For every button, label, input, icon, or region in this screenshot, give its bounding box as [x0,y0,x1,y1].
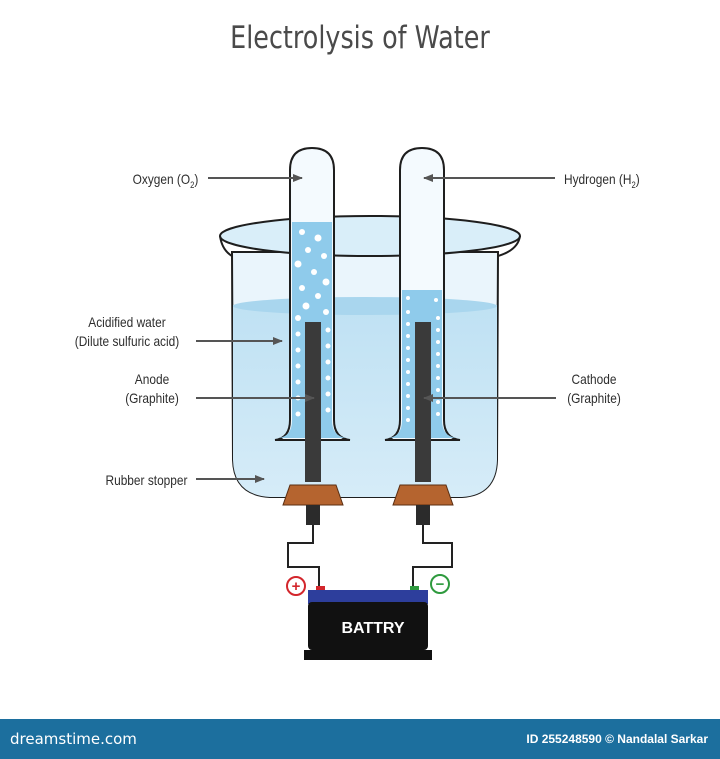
hydrogen-bubbles [406,296,440,422]
anode-electrode [305,322,321,482]
anode-terminal [306,505,320,525]
page-title: Electrolysis of Water [230,20,490,56]
cathode-label: Cathode (Graphite) [567,371,621,406]
oxygen-bubbles [294,229,331,417]
beaker [219,215,521,498]
plus-sign: + [292,578,301,595]
acidified-water-label: Acidified water (Dilute sulfuric acid) [74,314,180,349]
footer-logo[interactable]: dreamstime.com [10,730,137,748]
water-surface [233,297,497,315]
cathode-terminal [416,505,430,525]
positive-terminal-icon [286,576,306,596]
rubber-stopper-label: Rubber stopper [105,472,188,488]
negative-terminal-icon [430,574,450,594]
minus-sign: − [436,576,445,593]
wire-positive [287,525,320,588]
cathode-electrode [415,322,431,482]
footer-bar: dreamstime.com ID 255248590 © Nandalal S… [0,719,720,759]
rubber-stopper-left [282,484,344,506]
battery [304,586,432,660]
acidified-water [233,305,497,497]
oxygen-label: Oxygen (O2) [132,171,198,190]
hydrogen-label: Hydrogen (H2) [564,171,640,190]
image-id-credit: ID 255248590 © Nandalal Sarkar [526,732,708,746]
battery-label: BATTRY [341,620,405,637]
anode-label: Anode (Graphite) [125,371,179,406]
rubber-stopper-right [392,484,454,506]
electrolysis-diagram: + − [196,146,556,660]
beaker-rim [219,215,521,257]
wire-negative [412,525,453,588]
